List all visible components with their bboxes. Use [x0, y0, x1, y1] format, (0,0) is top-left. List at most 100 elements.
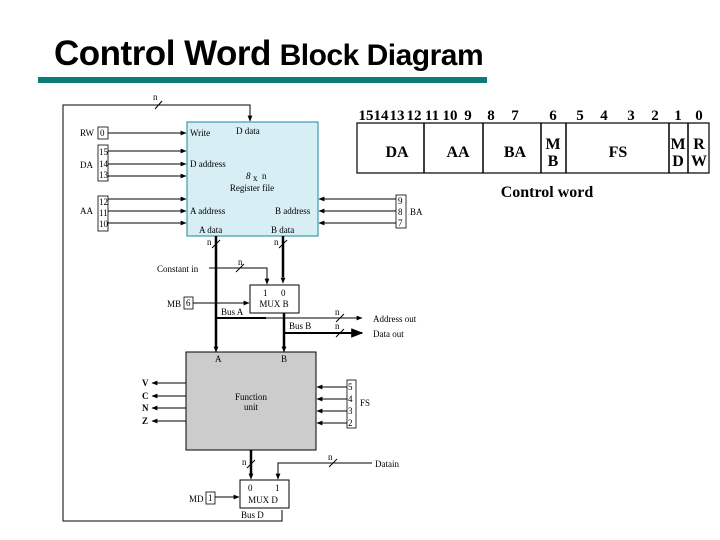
- function-unit-input-b: B: [281, 354, 287, 364]
- bit-number-8: 8: [487, 108, 495, 124]
- fs-bit-3: 3: [348, 406, 353, 416]
- mux-d-input-0: 0: [248, 483, 253, 493]
- rw-label: RW: [80, 128, 95, 138]
- register-file-name: Register file: [230, 183, 274, 193]
- bit-number-13: 13: [390, 108, 405, 124]
- width-slash-icon: [154, 100, 163, 110]
- da-label: DA: [80, 160, 93, 170]
- title-rule: [38, 77, 487, 83]
- function-output: n: [242, 450, 256, 480]
- bus-d-label: Bus D: [241, 510, 264, 520]
- width-label-n: n: [242, 457, 247, 467]
- md-label: MD: [189, 494, 204, 504]
- title-part-1: Control Word: [54, 34, 271, 73]
- constant-in-label: Constant in: [157, 264, 199, 274]
- address-out-label: Address out: [373, 314, 417, 324]
- bus-b: n Bus B n Data out: [274, 236, 404, 353]
- mux-b-box: [249, 284, 300, 314]
- flag-z: Z: [142, 416, 148, 426]
- ba-label: BA: [410, 207, 423, 217]
- aa-bit-11: 11: [99, 208, 108, 218]
- field-aa: AA: [446, 144, 470, 161]
- bit-number-9: 9: [464, 108, 472, 124]
- data-in-wire: [275, 462, 372, 480]
- function-unit-label-2: unit: [244, 402, 259, 412]
- mux-d: 0 1 MUX D MD 1 Bus D: [189, 479, 290, 520]
- bit-number-6: 6: [549, 108, 557, 124]
- bus-a: n Bus A n Address out: [207, 236, 417, 353]
- register-count: 8: [246, 171, 251, 181]
- function-unit-label-1: Function: [235, 392, 268, 402]
- ba-bit-8: 8: [398, 207, 403, 217]
- width-slash-icon: [246, 459, 256, 469]
- field-da: DA: [385, 144, 409, 161]
- a-address-port-label: A address: [190, 206, 226, 216]
- width-slash-icon: [335, 328, 345, 338]
- mux-b-input-0: 0: [281, 288, 286, 298]
- title-part-2: Block Diagram: [279, 39, 484, 72]
- bus-a-label: Bus A: [221, 307, 244, 317]
- da-input: DA 15 14 13: [80, 144, 187, 182]
- rw-input: RW 0: [80, 126, 187, 140]
- rw-bit: 0: [100, 128, 105, 138]
- bit-number-1: 1: [674, 108, 682, 124]
- control-word-box: [356, 122, 710, 174]
- constant-in: Constant in n: [157, 257, 270, 285]
- mux-b: 1 0 MUX B MB 6: [167, 284, 300, 314]
- page-title: Control Word Block Diagram: [54, 34, 484, 74]
- ba-bit-7: 7: [398, 218, 403, 228]
- bit-number-12: 12: [407, 108, 422, 124]
- bit-number-11: 11: [425, 108, 439, 124]
- md-bit: 1: [208, 493, 213, 503]
- bus-d-wire: [62, 104, 283, 522]
- register-file: Write D data D address 8 x n Register fi…: [186, 121, 319, 237]
- mux-d-name: MUX D: [248, 495, 278, 505]
- field-md-line1: M: [670, 136, 685, 153]
- fs-bit-box: [346, 379, 357, 429]
- a-data-port-label: A data: [199, 225, 222, 235]
- field-md-line2: D: [672, 153, 684, 170]
- fs-bit-2: 2: [348, 418, 353, 428]
- da-bit-13: 13: [99, 170, 109, 180]
- mux-d-input-1: 1: [275, 483, 280, 493]
- b-data-port-label: B data: [271, 225, 294, 235]
- register-width-n: n: [262, 171, 267, 181]
- field-mb-line2: B: [548, 153, 559, 170]
- bit-number-2: 2: [651, 108, 659, 124]
- ba-bit-9: 9: [398, 196, 403, 206]
- ba-input: 9 8 7 BA: [318, 194, 423, 229]
- mux-b-name: MUX B: [259, 299, 288, 309]
- aa-bit-box: [97, 195, 109, 232]
- bus-d-feedback-loop: n: [62, 92, 283, 522]
- fs-label: FS: [360, 398, 370, 408]
- b-address-port-label: B address: [275, 206, 311, 216]
- data-in-label: Datain: [375, 459, 399, 469]
- width-label-n: n: [207, 237, 212, 247]
- width-label-n: n: [328, 452, 333, 462]
- constant-in-wire: [209, 267, 270, 285]
- da-bit-14: 14: [99, 159, 109, 169]
- width-label-n: n: [274, 237, 279, 247]
- bit-number-15: 15: [359, 108, 374, 124]
- width-slash-icon: [278, 239, 288, 249]
- da-bit-15: 15: [99, 147, 109, 157]
- d-address-port-label: D address: [190, 159, 226, 169]
- bus-b-label: Bus B: [289, 321, 311, 331]
- flag-n: N: [142, 403, 149, 413]
- da-bit-box: [97, 144, 109, 182]
- field-fs: FS: [609, 144, 628, 161]
- width-label-n: n: [335, 307, 340, 317]
- bit-number-3: 3: [627, 108, 635, 124]
- width-slash-icon: [335, 313, 345, 323]
- field-rw-line2: W: [691, 153, 707, 170]
- register-size-x: x: [253, 173, 258, 183]
- data-out-label: Data out: [373, 329, 404, 339]
- register-file-box: [186, 121, 319, 237]
- width-label-n: n: [238, 257, 243, 267]
- flag-c: C: [142, 391, 149, 401]
- function-unit: A B Function unit V C N Z 5 4 3 2 FS: [142, 351, 370, 451]
- aa-bit-10: 10: [99, 219, 109, 229]
- width-slash-icon: [328, 458, 338, 468]
